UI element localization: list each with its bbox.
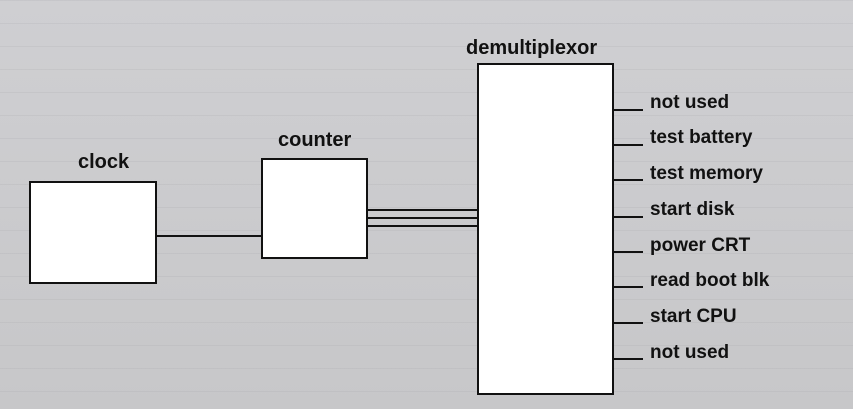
clock-label: clock (78, 151, 130, 173)
output-label-6: read boot blk (650, 270, 770, 291)
output-label-4: start disk (650, 199, 735, 220)
output-label-3: test memory (650, 163, 763, 184)
demultiplexor-label: demultiplexor (466, 37, 597, 59)
output-label-5: power CRT (650, 235, 751, 256)
output-label-1: not used (650, 92, 729, 113)
output-label-2: test battery (650, 127, 753, 148)
counter-block (261, 158, 368, 259)
output-label-8: not used (650, 342, 729, 363)
output-label-7: start CPU (650, 306, 737, 327)
demultiplexor-block (477, 63, 614, 395)
counter-label: counter (278, 129, 352, 151)
clock-block (29, 181, 157, 284)
